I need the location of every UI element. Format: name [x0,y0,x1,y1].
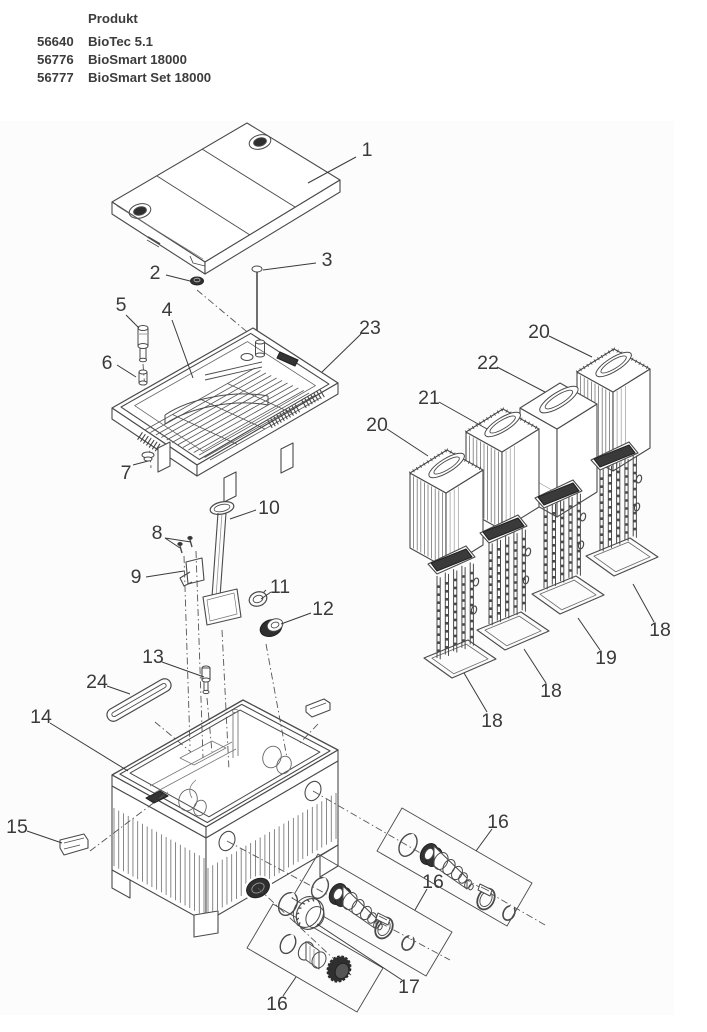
callout-leader-line [49,722,129,772]
callout-leader-line [171,319,194,379]
part-callout-22-25: 22 [477,352,499,374]
tray-drawing [111,327,339,503]
product-name: BioTec 5.1 [88,34,153,49]
product-row: 56776 BioSmart 18000 [37,51,211,69]
part-callout-12-11: 12 [312,598,334,620]
part-callout-16-15: 16 [487,811,509,833]
part-callout-17-18: 17 [398,976,420,998]
product-code: 56777 [37,70,74,85]
filter-racks [423,441,659,679]
part-callout-8-7: 8 [152,522,163,544]
part-callout-6-5: 6 [102,352,113,374]
callout-leader-line [262,262,317,271]
callout-leader-line [145,570,185,578]
part-callout-4-3: 4 [162,299,173,321]
product-table-header: Produkt [88,11,138,26]
product-table: Produkt 56640 BioTec 5.1 56776 BioSmart … [37,10,211,87]
part-callout-14-13: 14 [30,706,52,728]
callout-leader-line [165,274,191,282]
callout-leader-line [316,923,403,981]
callout-leader-line [307,156,357,184]
callout-leader-line [164,537,192,543]
part-callout-3-2: 3 [322,249,333,271]
part-callout-9-8: 9 [131,566,142,588]
part-callout-2-1: 2 [150,262,161,284]
part-callout-13-12: 13 [142,646,164,668]
part-callout-18-20: 18 [540,680,562,702]
part-callout-10-9: 10 [258,497,280,519]
latch-clips [59,698,331,856]
callout-leader-line [496,366,546,393]
part-callout-20-26: 20 [528,321,550,343]
callout-leader-line [164,537,181,549]
callout-leader-line [577,617,601,651]
product-row: 56640 BioTec 5.1 [37,33,211,51]
part-callout-7-6: 7 [121,462,132,484]
product-row: 56777 BioSmart Set 18000 [37,69,211,87]
foam-filters [408,347,651,569]
callout-leader-line [125,314,140,329]
callout-leader-line [321,333,362,373]
callout-leader-line [282,976,297,997]
part-callout-23-27: 23 [359,317,381,339]
callout-leader-line [475,828,493,852]
product-code: 56640 [37,34,74,49]
callout-leader-line [523,648,547,684]
product-name: BioSmart 18000 [88,52,187,67]
callout-leader-line [280,612,312,625]
callout-leader-line [260,591,272,600]
tank-drawing [111,699,339,938]
small-parts-middle [177,501,284,695]
callout-leader-line [229,509,257,520]
product-code: 56776 [37,52,74,67]
callout-leader-line [414,888,428,911]
callout-leader-line [548,335,593,358]
callout-leader-line [386,428,429,457]
part-callout-19-21: 19 [595,647,617,669]
callout-leader-line [463,672,488,713]
callout-leader-line [26,830,63,844]
product-name: BioSmart Set 18000 [88,70,212,85]
part-callout-5-4: 5 [116,294,127,316]
part-callout-16-17: 16 [266,993,288,1015]
part-callout-1-0: 1 [362,139,373,161]
seal-ring [106,678,172,722]
callout-leader-line [106,685,131,695]
part-callout-18-19: 18 [481,710,503,732]
hose-connectors [246,807,533,1013]
part-callout-11-10: 11 [270,576,290,598]
callout-leader-line [161,661,205,678]
lid-drawing [111,122,341,275]
callout-leader-line [132,460,149,466]
part-callout-15-14: 15 [6,816,28,838]
part-callout-20-23: 20 [366,414,388,436]
callout-leader-line [116,364,137,378]
part-callout-21-24: 21 [418,387,440,409]
callout-leader-line [632,583,655,623]
part-callout-16-16: 16 [422,871,444,893]
part-callout-24-28: 24 [86,671,108,693]
diagram-panel [0,121,674,1015]
callout-leader-line [438,401,488,430]
part-callout-18-22: 18 [649,619,671,641]
